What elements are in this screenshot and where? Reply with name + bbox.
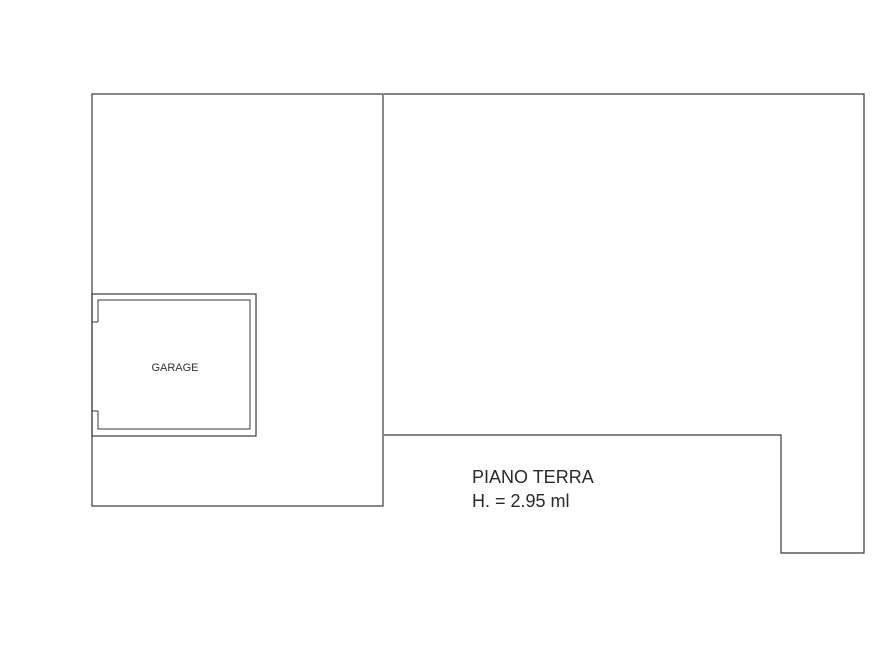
garage-outer-wall: [91, 293, 257, 437]
floor-name-label: PIANO TERRA: [472, 467, 594, 487]
right-block-outline: [384, 93, 865, 554]
garage-label: GARAGE: [151, 362, 198, 374]
garage-inner-wall: [97, 299, 251, 430]
floor-height-label: H. = 2.95 ml: [472, 491, 570, 511]
